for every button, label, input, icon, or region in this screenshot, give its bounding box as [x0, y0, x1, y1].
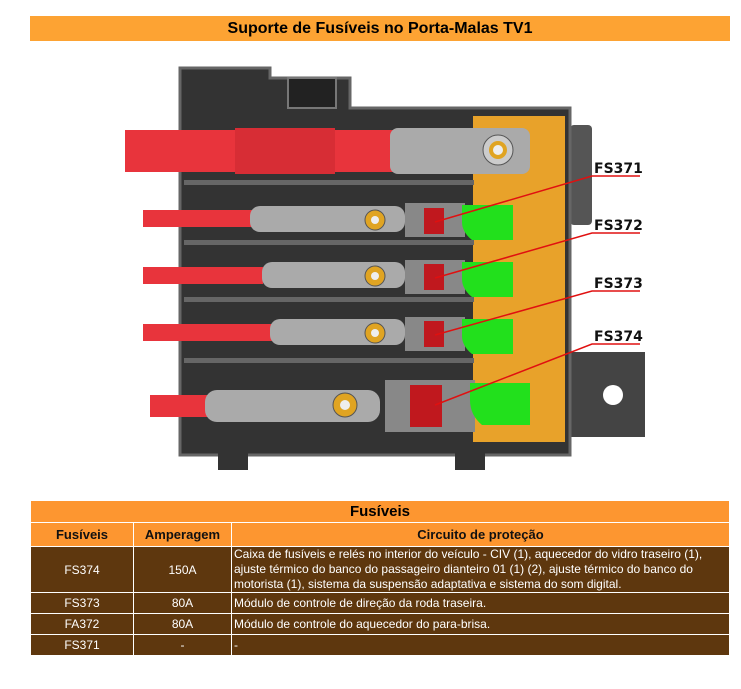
label-fs374: FS374	[594, 329, 643, 345]
fuse-fs372	[143, 260, 513, 297]
cell-fuse: FS373	[30, 592, 134, 614]
cell-circuit: Módulo de controle de direção da roda tr…	[231, 592, 730, 614]
fuse-fs371	[143, 203, 513, 240]
cell-circuit: -	[231, 634, 730, 656]
table-title: Fusíveis	[30, 500, 730, 523]
fuse-fs374	[150, 380, 530, 432]
fuse-table: Fusíveis Fusíveis Amperagem Circuito de …	[30, 500, 730, 656]
table-row: FA372 80A Módulo de controle do aquecedo…	[30, 613, 730, 635]
cell-circuit: Módulo de controle do aquecedor do para-…	[231, 613, 730, 635]
page-title: Suporte de Fusíveis no Porta-Malas TV1	[30, 16, 730, 41]
cell-fuse: FS371	[30, 634, 134, 656]
cell-circuit: Caixa de fusíveis e relés no interior do…	[231, 546, 730, 593]
header-amperage: Amperagem	[133, 522, 232, 547]
label-fs372: FS372	[594, 218, 643, 234]
header-circuit: Circuito de proteção	[231, 522, 730, 547]
fuse-rows	[143, 203, 530, 432]
cell-amperage: 80A	[133, 613, 232, 635]
cell-fuse: FA372	[30, 613, 134, 635]
fuse-holder-diagram: FS371 FS372 FS373 FS374	[125, 66, 645, 470]
cell-amperage: 80A	[133, 592, 232, 614]
cell-amperage: 150A	[133, 546, 232, 593]
cell-amperage: -	[133, 634, 232, 656]
header-fuse: Fusíveis	[30, 522, 134, 547]
table-row: FS373 80A Módulo de controle de direção …	[30, 592, 730, 614]
cell-fuse: FS374	[30, 546, 134, 593]
label-fs371: FS371	[594, 161, 643, 177]
label-fs373: FS373	[594, 276, 643, 292]
fuse-fs373	[143, 317, 513, 354]
table-row: FS374 150A Caixa de fusíveis e relés no …	[30, 546, 730, 593]
main-cable	[125, 128, 530, 174]
table-row: FS371 - -	[30, 634, 730, 656]
